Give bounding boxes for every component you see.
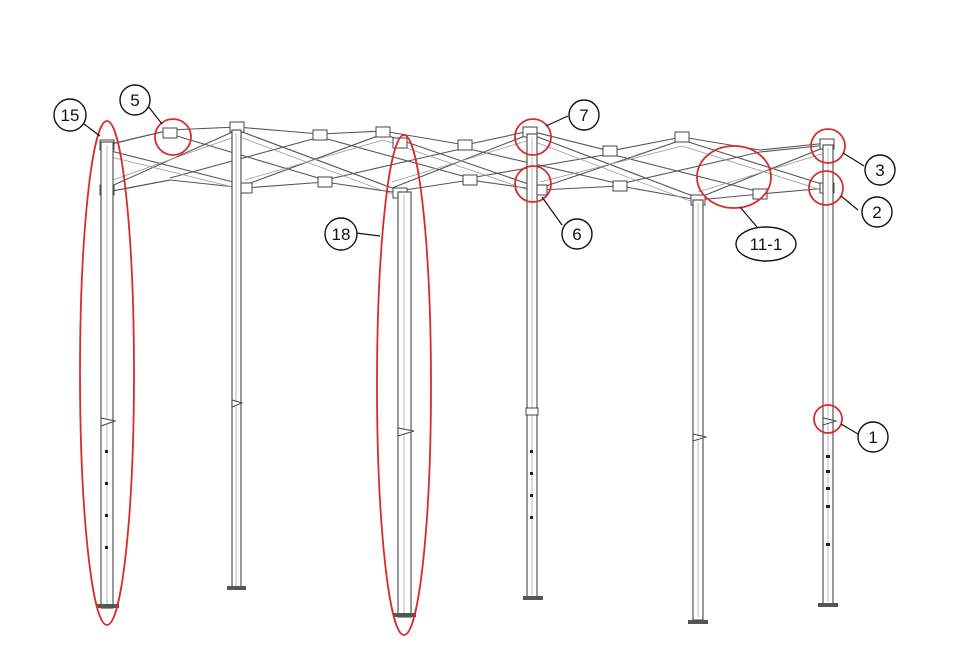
leg-center-back: [523, 133, 543, 600]
leader-lines: [83, 105, 865, 435]
callout-15-label: 15: [61, 106, 80, 125]
leg-back-right: [818, 144, 838, 607]
callout-11-1: 11-1: [735, 226, 797, 262]
callout-3: 3: [864, 154, 896, 186]
callout-1: 1: [857, 421, 889, 453]
highlight-part-7: [514, 118, 552, 156]
highlight-part-11-1: [696, 145, 772, 209]
canopy-legs: [97, 129, 838, 624]
highlight-markers: [79, 118, 846, 636]
callout-11-1-label: 11-1: [750, 235, 783, 254]
callout-5-label: 5: [130, 91, 139, 110]
leg-back-left: [227, 129, 246, 590]
highlight-part-1: [813, 404, 843, 434]
callout-6-label: 6: [572, 225, 581, 244]
highlight-part-6: [514, 165, 552, 203]
highlight-part-15: [79, 120, 135, 626]
callout-3-label: 3: [875, 161, 884, 180]
callout-7-label: 7: [579, 106, 588, 125]
callout-tags: 1 2 3 5 6 7 11-1 15: [53, 84, 896, 453]
leg-front-center: [394, 191, 416, 618]
callout-1-label: 1: [868, 428, 877, 447]
callout-18: 18: [324, 217, 358, 251]
callout-18-label: 18: [332, 225, 351, 244]
callout-2-label: 2: [872, 203, 881, 222]
callout-15: 15: [53, 98, 87, 132]
highlight-part-3: [810, 128, 846, 164]
leg-front-right-inner: [688, 199, 708, 624]
callout-6: 6: [561, 218, 593, 250]
roof-truss: [99, 121, 835, 206]
callout-5: 5: [119, 84, 151, 116]
callout-2: 2: [861, 196, 893, 228]
highlight-part-2: [808, 170, 844, 206]
highlight-part-18: [376, 134, 432, 636]
leg-front-left: [97, 141, 119, 609]
callout-7: 7: [568, 99, 600, 131]
highlight-part-5: [154, 118, 192, 156]
